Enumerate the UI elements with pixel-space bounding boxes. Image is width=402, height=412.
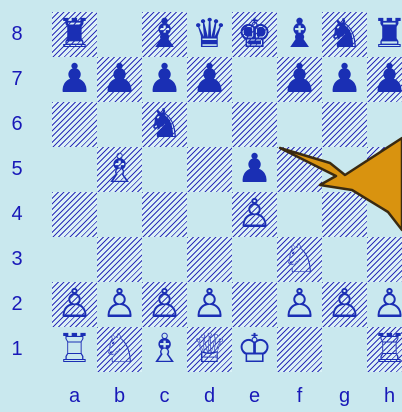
lightning-arrow-shape — [280, 138, 402, 230]
